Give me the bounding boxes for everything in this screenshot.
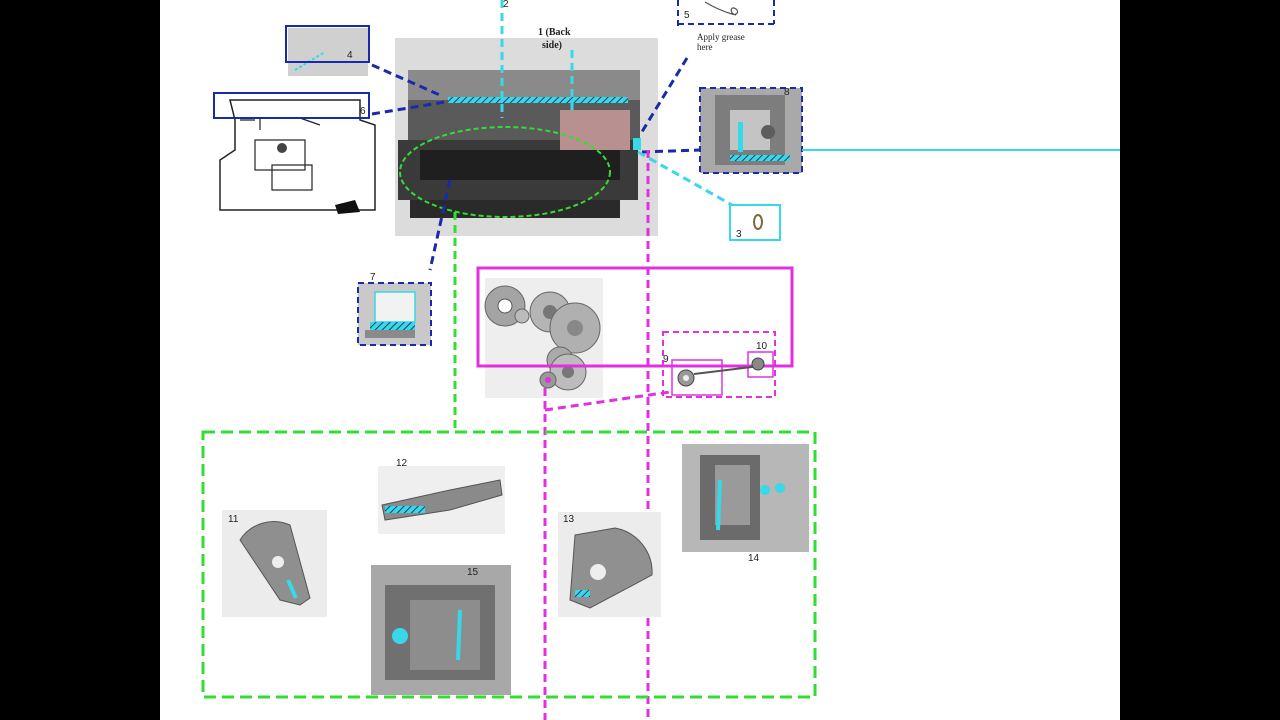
part-7-inset: 7 [357, 272, 432, 346]
part-8-inset: 8 [699, 87, 803, 174]
label-2: 2 [503, 0, 509, 10]
leader-7 [428, 179, 452, 271]
label-4: 4 [347, 50, 353, 61]
magenta-to-part9 [544, 390, 671, 412]
part-4-inset: 4 [285, 25, 370, 76]
label-13: 13 [563, 514, 575, 525]
label-10: 10 [756, 341, 768, 352]
label-11: 11 [228, 514, 239, 525]
leader-3 [637, 150, 733, 207]
apply-grease-line-1: Apply grease [697, 32, 745, 42]
label-3: 3 [736, 229, 742, 240]
label-14: 14 [748, 553, 760, 564]
part-13-inset: 13 [558, 512, 661, 617]
label-12: 12 [396, 458, 408, 469]
part-9-10-inset: 9 10 [662, 331, 776, 398]
label-back-side-1: 1 (Back [538, 27, 571, 38]
leader-8 [641, 148, 701, 154]
label-15: 15 [467, 567, 479, 578]
part-12-inset: 12 [378, 458, 505, 534]
printer-photo [395, 38, 658, 236]
apply-grease-line-2: here [697, 42, 713, 52]
gears-box [476, 266, 794, 368]
label-7: 7 [370, 272, 376, 283]
part-14-inset: 14 [682, 444, 809, 564]
part-6-inset: 6 [213, 92, 382, 215]
label-5: 5 [684, 10, 690, 21]
gears-inset [484, 278, 603, 398]
label-6: 6 [360, 106, 366, 117]
part-3-inset: 3 [729, 204, 781, 241]
part-11-inset: 11 [222, 510, 327, 617]
label-8: 8 [784, 87, 790, 98]
leader-5 [638, 57, 689, 136]
green-parts-box [201, 430, 817, 699]
grease-diagram: 1 (Back side) 2 4 6 5 Apply grease here [201, 0, 1120, 720]
part-5-inset: 5 Apply grease here [677, 0, 775, 52]
label-9: 9 [663, 354, 669, 365]
label-back-side-2: side) [542, 40, 562, 51]
part-15-inset: 15 [371, 565, 511, 695]
diagram-page: 1 (Back side) 2 4 6 5 Apply grease here [160, 0, 1120, 720]
